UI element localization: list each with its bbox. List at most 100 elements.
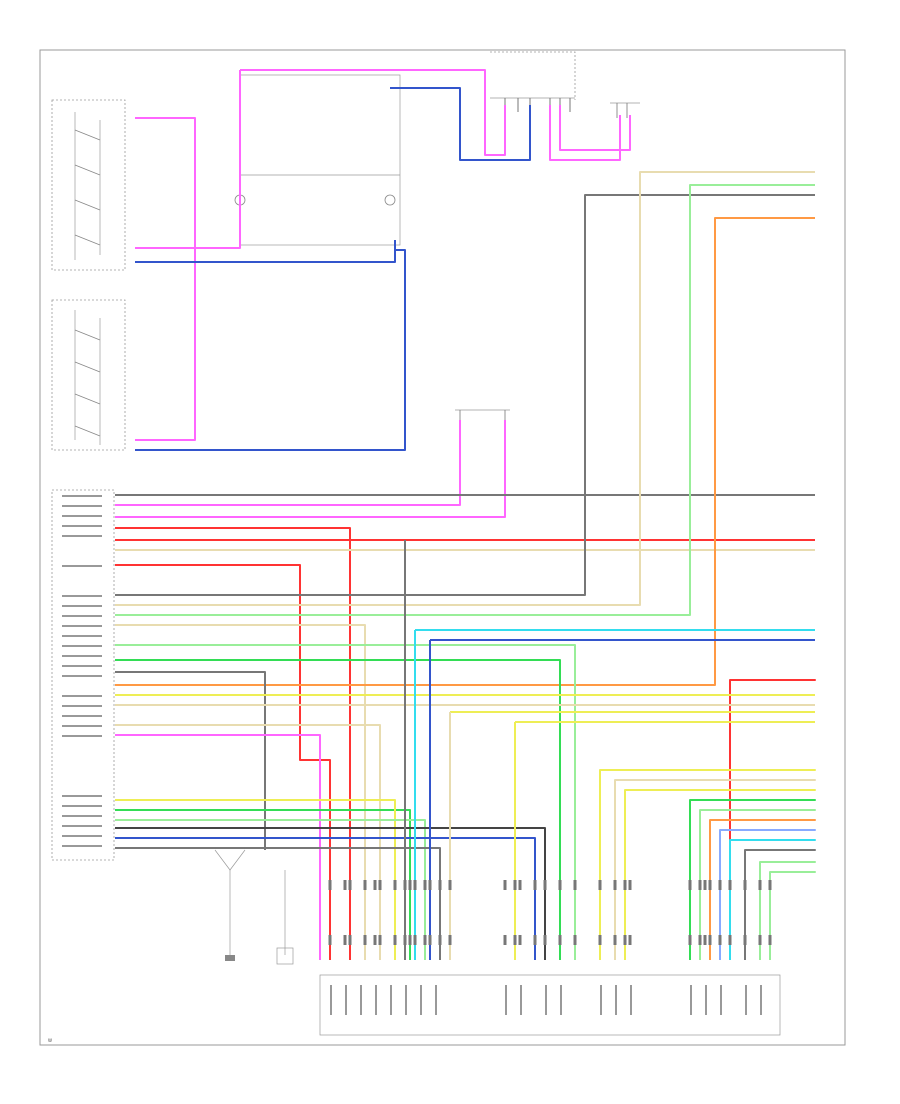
- pin-stub-18: [543, 880, 547, 890]
- wire-gray-15: [115, 194, 815, 596]
- pin-stub-lower-3: [363, 935, 367, 945]
- wire-lightgreen-22: [115, 644, 576, 960]
- wire-tan-31: [115, 724, 381, 960]
- pin-stub-16: [518, 880, 522, 890]
- pin-stub-33: [768, 880, 772, 890]
- pin-stub-lower-13: [448, 935, 452, 945]
- pin-stub-lower-31: [743, 935, 747, 945]
- pin-stub-lower-23: [623, 935, 627, 945]
- pin-stub-19: [558, 880, 562, 890]
- pin-stub-29: [718, 880, 722, 890]
- pin-stub-lower-17: [533, 935, 537, 945]
- bottom-pin-row: [328, 880, 772, 945]
- pin-stub-12: [438, 880, 442, 890]
- wire-lightgreen-42: [699, 809, 816, 960]
- wire-red-12: [115, 527, 351, 960]
- wire-pink-7: [559, 105, 631, 151]
- pin-stub-15: [513, 880, 517, 890]
- wire-yellow-33: [115, 799, 396, 960]
- pin-stub-13: [448, 880, 452, 890]
- wire-pink-0: [240, 69, 506, 156]
- pin-stub-23: [623, 880, 627, 890]
- wire-tan-39: [614, 779, 816, 960]
- wire-tan-16: [115, 171, 815, 606]
- pin-stub-14: [503, 880, 507, 890]
- pin-stub-lower-12: [438, 935, 442, 945]
- pin-stub-lower-32: [758, 935, 762, 945]
- pin-stub-31: [743, 880, 747, 890]
- pin-stub-lower-20: [573, 935, 577, 945]
- wire-pink-2: [135, 70, 241, 249]
- wire-lightblue-44: [719, 829, 816, 960]
- pin-stub-2: [348, 880, 352, 890]
- pin-stub-lower-1: [343, 935, 347, 945]
- pin-stub-lower-19: [558, 935, 562, 945]
- pin-stub-lower-0: [328, 935, 332, 945]
- pin-stub-1: [343, 880, 347, 890]
- pin-stub-32: [758, 880, 762, 890]
- wire-blue-4: [135, 240, 396, 263]
- pin-stub-lower-18: [543, 935, 547, 945]
- wire-gray-24: [115, 671, 266, 850]
- wire-gray-46: [744, 849, 816, 960]
- pin-stub-11: [428, 880, 432, 890]
- pin-stub-7: [403, 880, 407, 890]
- pin-stub-lower-4: [373, 935, 377, 945]
- pin-stub-lower-14: [503, 935, 507, 945]
- wire-lightgreen-17: [115, 184, 815, 616]
- pin-stub-lower-30: [728, 935, 732, 945]
- top-connector: [490, 51, 576, 112]
- wire-layer: [115, 69, 816, 960]
- wire-lightgreen-47: [759, 861, 816, 960]
- pin-stub-lower-10: [423, 935, 427, 945]
- pin-stub-lower-7: [403, 935, 407, 945]
- pin-stub-4: [373, 880, 377, 890]
- pin-stub-lower-5: [378, 935, 382, 945]
- pin-stub-lower-21: [598, 935, 602, 945]
- figure-code: W: [48, 1038, 52, 1043]
- pin-stub-3: [363, 880, 367, 890]
- pin-stub-lower-26: [698, 935, 702, 945]
- pin-stub-0: [328, 880, 332, 890]
- pin-stub-20: [573, 880, 577, 890]
- pin-stub-lower-24: [628, 935, 632, 945]
- diagram-frame: [39, 49, 846, 1046]
- wire-pink-1: [135, 117, 196, 441]
- bottom-module-connector: [319, 974, 781, 1036]
- pin-stub-lower-16: [518, 935, 522, 945]
- wire-pink-8: [115, 420, 461, 506]
- wire-blue-36: [115, 837, 536, 960]
- wire-pink-30: [115, 734, 321, 960]
- pin-stub-28: [708, 880, 712, 890]
- pin-stub-lower-25: [688, 935, 692, 945]
- pin-stub-6: [393, 880, 397, 890]
- pin-stub-17: [533, 880, 537, 890]
- right-steering-switch-pack: [51, 99, 126, 271]
- wire-gray-37: [115, 847, 441, 960]
- pin-stub-9: [413, 880, 417, 890]
- wire-cyan-45: [729, 839, 816, 960]
- pin-stub-5: [378, 880, 382, 890]
- splice-connector-middle: [455, 409, 510, 425]
- wire-tan-18: [115, 624, 366, 960]
- radio-module: [51, 489, 115, 861]
- clockspring-block: [234, 74, 401, 246]
- wire-blue-5: [135, 249, 406, 451]
- wire-pink-9: [115, 420, 506, 518]
- pin-stub-lower-11: [428, 935, 432, 945]
- pin-stub-10: [423, 880, 427, 890]
- pin-stub-27: [703, 880, 707, 890]
- wire-green-23: [115, 659, 561, 960]
- ground-symbol: [276, 870, 294, 965]
- wire-darkgray-35: [115, 827, 546, 960]
- pin-stub-22: [613, 880, 617, 890]
- wire-green-32: [115, 809, 411, 960]
- pin-stub-lower-2: [348, 935, 352, 945]
- antenna-symbol: [214, 849, 246, 961]
- speaker-connector-top: [610, 102, 640, 118]
- pin-stub-lower-8: [408, 935, 412, 945]
- pin-stub-24: [628, 880, 632, 890]
- pin-stub-lower-33: [768, 935, 772, 945]
- pin-stub-lower-27: [703, 935, 707, 945]
